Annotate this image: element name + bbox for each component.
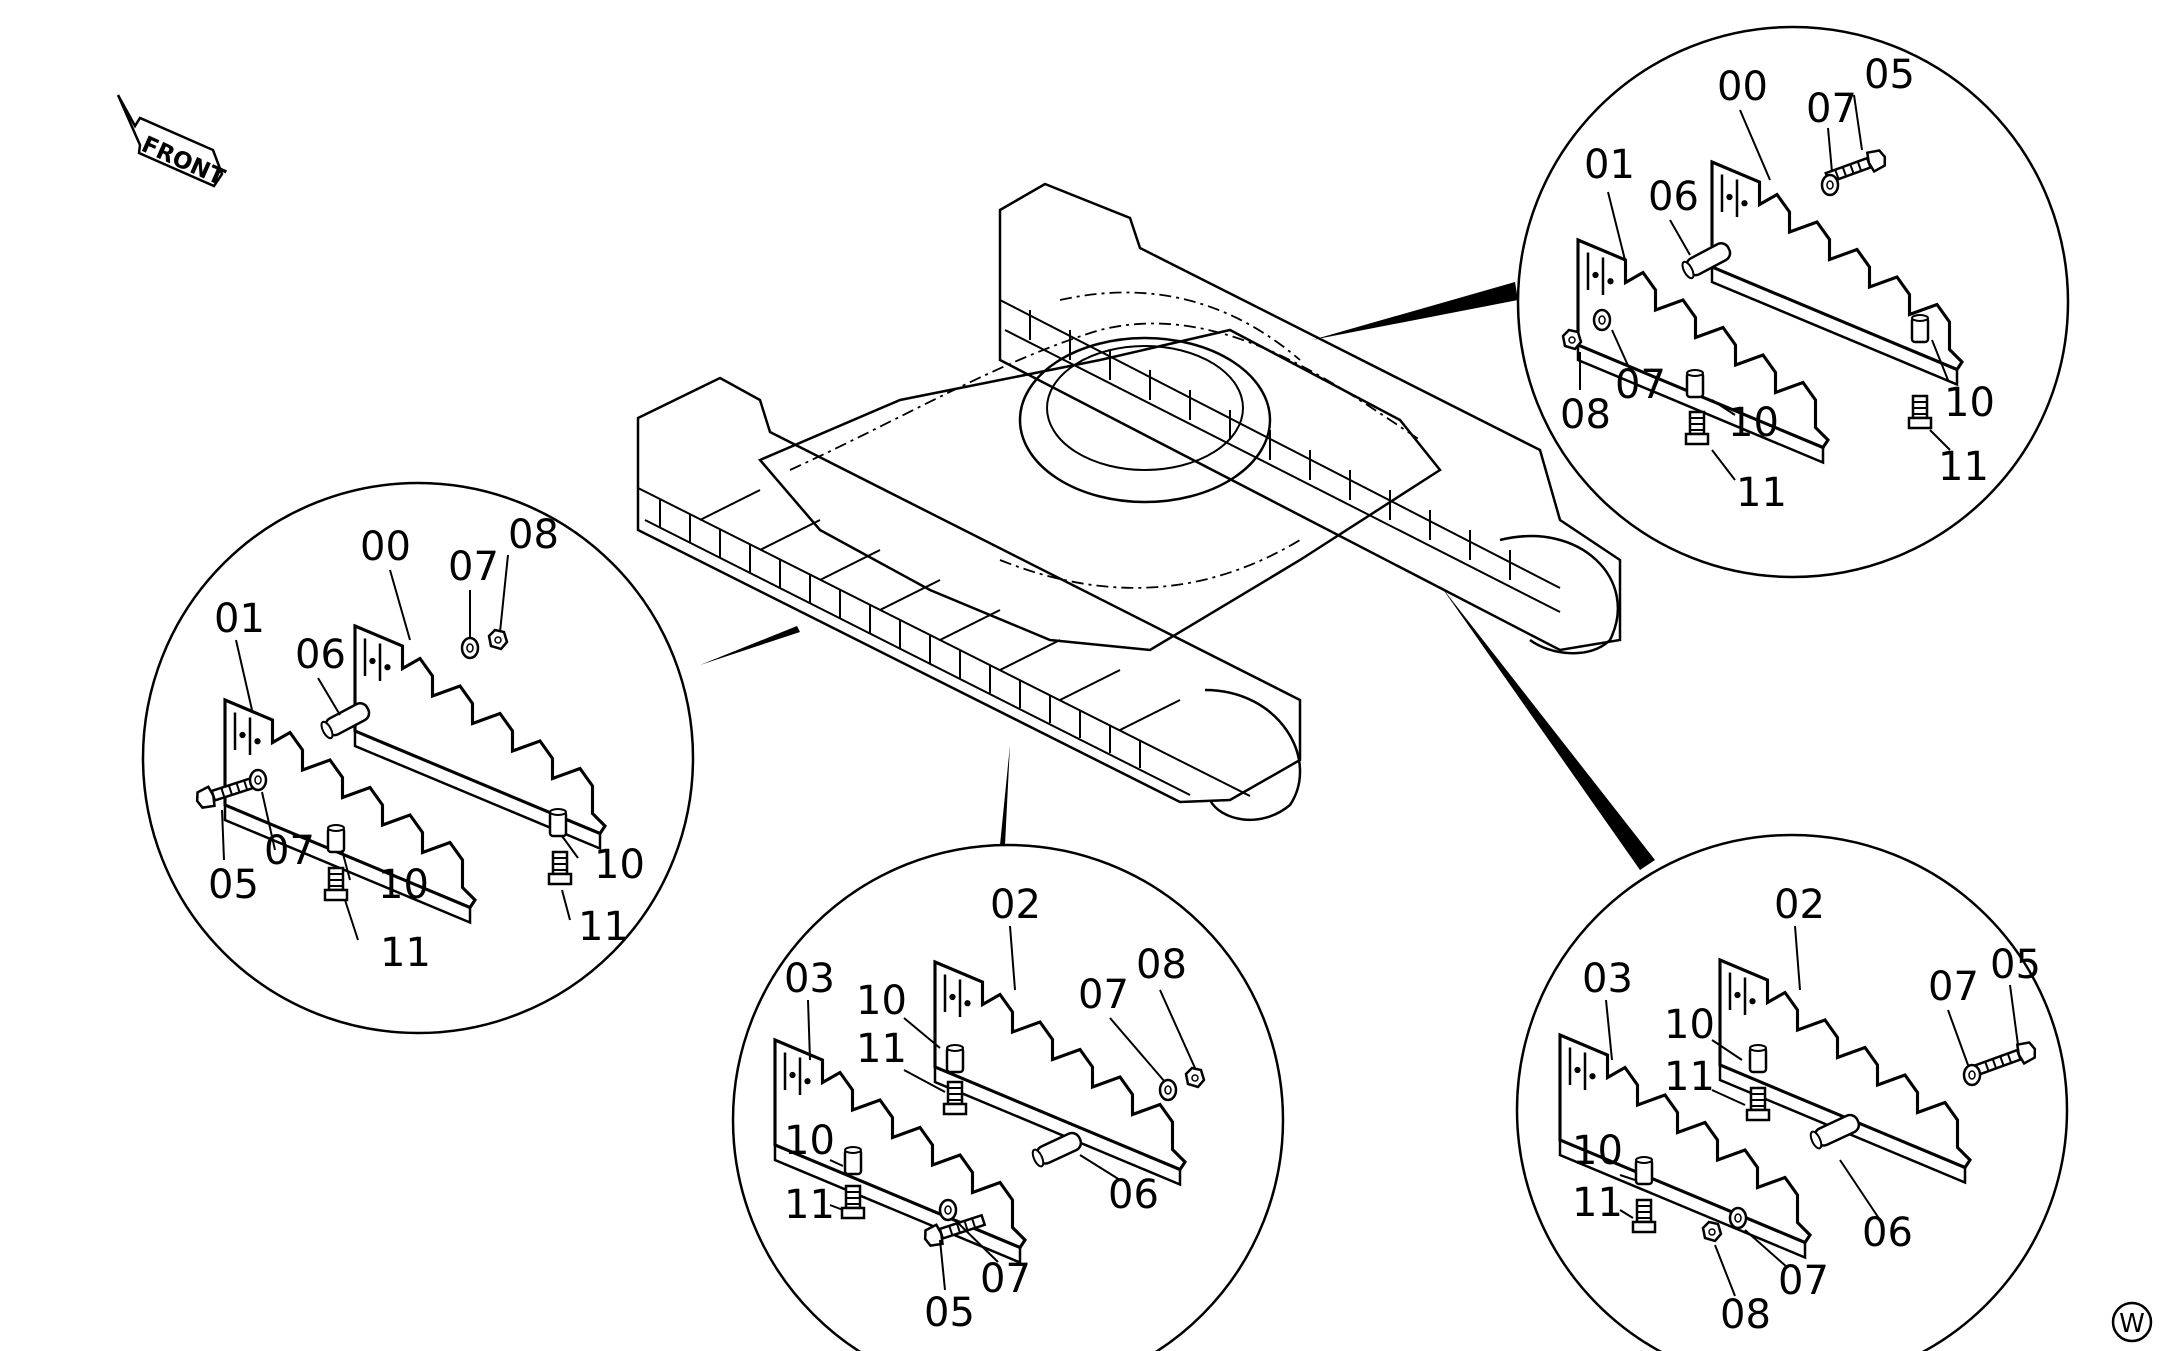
ref-05: 05	[1990, 942, 2041, 988]
undercarriage-frame	[636, 182, 1622, 821]
ref-02: 02	[990, 882, 1041, 928]
ref-10: 10	[1664, 1002, 1715, 1048]
ref-01: 01	[1584, 142, 1635, 188]
ref-10: 10	[1728, 400, 1779, 446]
ref-11: 11	[1572, 1180, 1623, 1226]
front-label: FRONT	[138, 132, 229, 192]
ref-05: 05	[924, 1290, 975, 1336]
ref-05: 05	[1864, 52, 1915, 98]
detail-upper-right: 00 05 07 01 06 07 08 10 10 11 11	[1516, 25, 2070, 579]
ref-10: 10	[1572, 1128, 1623, 1174]
detail-circle	[1515, 833, 2069, 1351]
ref-11: 11	[578, 904, 629, 950]
ref-10: 10	[856, 978, 907, 1024]
ref-07: 07	[980, 1256, 1031, 1302]
detail-circle	[1516, 25, 2070, 579]
ref-06: 06	[295, 632, 346, 678]
ref-06: 06	[1862, 1210, 1913, 1256]
detail-left: 00 07 08 01 06 05 07 10 10 11 11	[141, 481, 695, 1035]
ref-07: 07	[1806, 86, 1857, 132]
ref-11: 11	[784, 1182, 835, 1228]
ref-07: 07	[1928, 964, 1979, 1010]
ref-03: 03	[784, 956, 835, 1002]
detail-circle	[731, 843, 1285, 1351]
ref-11: 11	[380, 930, 431, 976]
callout-pointers	[700, 282, 1655, 870]
ref-08: 08	[1560, 392, 1611, 438]
ref-05: 05	[208, 862, 259, 908]
ref-10: 10	[784, 1118, 835, 1164]
ref-10: 10	[594, 842, 645, 888]
ref-01: 01	[214, 596, 265, 642]
ref-02: 02	[1774, 882, 1825, 928]
ref-08: 08	[1136, 942, 1187, 988]
ref-11: 11	[1938, 444, 1989, 490]
ref-11: 11	[856, 1026, 907, 1072]
ref-07: 07	[1078, 972, 1129, 1018]
ref-10: 10	[1944, 380, 1995, 426]
ref-08: 08	[1720, 1292, 1771, 1338]
ref-08: 08	[508, 512, 559, 558]
corner-mark: W	[2111, 1301, 2153, 1343]
detail-circle	[141, 481, 695, 1035]
front-arrow-icon: FRONT	[116, 94, 229, 192]
ref-07: 07	[448, 544, 499, 590]
ref-00: 00	[1717, 64, 1768, 110]
ref-00: 00	[360, 524, 411, 570]
detail-bottom-center: 02 08 07 03 10 11 10 11 06 07 05	[731, 843, 1285, 1351]
ref-10: 10	[378, 862, 429, 908]
detail-bottom-right: 02 05 07 03 10 11 10 11 06 07 08	[1515, 833, 2069, 1351]
ref-11: 11	[1736, 470, 1787, 516]
ref-06: 06	[1108, 1172, 1159, 1218]
corner-mark-letter: W	[2119, 1309, 2145, 1339]
ref-11: 11	[1664, 1054, 1715, 1100]
ref-07: 07	[1615, 362, 1666, 408]
ref-06: 06	[1648, 174, 1699, 220]
ref-03: 03	[1582, 956, 1633, 1002]
